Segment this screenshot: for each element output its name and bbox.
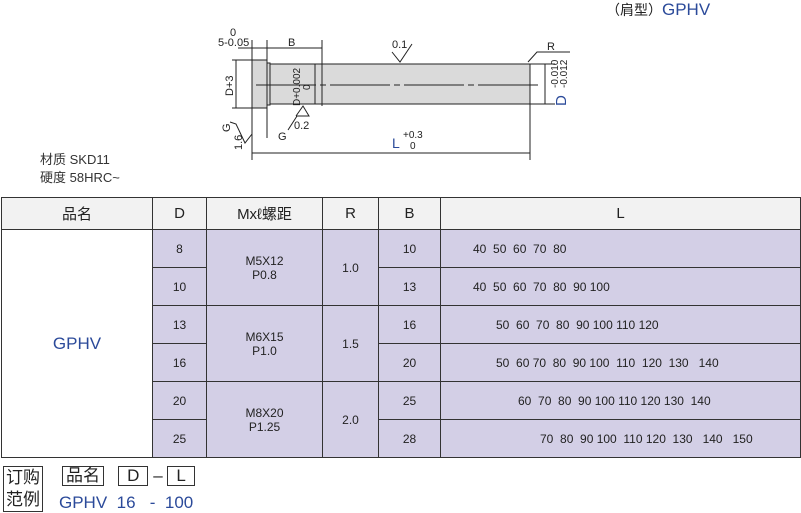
cell-b: 10 <box>378 229 441 268</box>
header-b: B <box>378 197 441 230</box>
header-name: 品名 <box>1 197 153 230</box>
cell-r: 1.0 <box>322 229 379 306</box>
table-row: 16 20 50 60 70 80 90 100 110 120 130 140 <box>2 343 801 382</box>
title-code: GPHV <box>662 0 711 19</box>
cell-l: 50 60 70 80 90 100 110 120 130 140 <box>440 343 801 382</box>
cell-l: 40 50 60 70 80 90 100 <box>440 267 801 306</box>
cell-l: 50 60 70 80 90 100 110 120 <box>440 305 801 344</box>
l-tol-top: +0.3 <box>403 130 423 141</box>
header-row: 品名 D Mxℓ螺距 R B L <box>1 197 801 230</box>
pitch: P0.8 <box>252 267 277 282</box>
cell-b: 13 <box>378 267 441 306</box>
dim-r: R <box>547 41 555 53</box>
fit-tol-low: 0 <box>302 84 313 90</box>
head-dia: D+3 <box>224 76 236 97</box>
cell-b: 28 <box>378 419 441 458</box>
fit-tol: D+0.002 <box>292 67 303 106</box>
cell-d: 25 <box>152 419 207 458</box>
cell-b: 16 <box>378 305 441 344</box>
cell-l: 70 80 90 100 110 120 130 140 150 <box>440 419 801 458</box>
head-tol-top: 0 <box>230 27 236 39</box>
shaft-tol-low: -0.012 <box>559 59 570 88</box>
order-example: GPHV 16 - 100 <box>59 493 193 513</box>
cell-d: 13 <box>152 305 207 344</box>
pitch: P1.25 <box>248 419 281 434</box>
g-roughness: 0.2 <box>294 120 309 132</box>
example-dash: - <box>149 493 156 512</box>
order-format: 品名 D – L <box>62 466 195 486</box>
format-l: L <box>167 466 195 486</box>
g-label: G <box>278 131 287 143</box>
table-row: 25 28 70 80 90 100 110 120 130 140 150 <box>2 419 801 458</box>
dim-b: B <box>288 37 295 49</box>
shaft-tol-top: -0.010 <box>550 59 561 88</box>
cell-d: 8 <box>152 229 207 268</box>
dim-l: L <box>392 135 400 151</box>
roughness-top: 0.1 <box>392 39 407 51</box>
g2-label: G <box>221 123 233 132</box>
hardness: 硬度 58HRC~ <box>40 170 120 185</box>
g-val: 1.6 <box>233 135 245 150</box>
format-name: 品名 <box>62 466 104 486</box>
technical-drawing: 0 5-0.05 B 0.1 R D+3 D+0.002 0 0.2 G -0.… <box>218 27 570 160</box>
header-d: D <box>152 197 207 230</box>
order-label-2: 范例 <box>6 490 40 509</box>
pitch: P1.0 <box>252 343 277 358</box>
title-prefix: （肩型） <box>606 2 662 18</box>
cell-b: 25 <box>378 381 441 420</box>
product-name: GPHV <box>1 229 153 458</box>
cell-d: 16 <box>152 343 207 382</box>
order-label-1: 订购 <box>6 468 40 487</box>
cell-l: 60 70 80 90 100 110 120 130 140 <box>440 381 801 420</box>
cell-r: 1.5 <box>322 305 379 382</box>
example-l: 100 <box>164 493 194 512</box>
format-d: D <box>118 466 149 486</box>
product-title: （肩型）GPHV <box>606 0 710 20</box>
material: 材质 SKD11 <box>40 152 110 167</box>
head-tol: 5-0.05 <box>218 37 249 49</box>
format-dash: – <box>153 466 163 485</box>
order-example-label: 订购 范例 <box>3 466 43 512</box>
thread: M5X12 <box>245 253 284 268</box>
cell-b: 20 <box>378 343 441 382</box>
table-row: 10 13 40 50 60 70 80 90 100 <box>2 267 801 306</box>
thread: M8X20 <box>245 405 284 420</box>
header-r: R <box>322 197 379 230</box>
cell-d: 20 <box>152 381 207 420</box>
shaft-d: D <box>553 95 570 106</box>
thread: M6X15 <box>245 329 284 344</box>
header-l: L <box>440 197 801 230</box>
example-d: 16 <box>116 493 136 512</box>
cell-l: 40 50 60 70 80 <box>440 229 801 268</box>
example-name: GPHV <box>59 493 108 512</box>
cell-r: 2.0 <box>322 381 379 458</box>
cell-d: 10 <box>152 267 207 306</box>
header-m: Mxℓ螺距 <box>206 197 323 230</box>
l-tol-low: 0 <box>410 141 416 152</box>
